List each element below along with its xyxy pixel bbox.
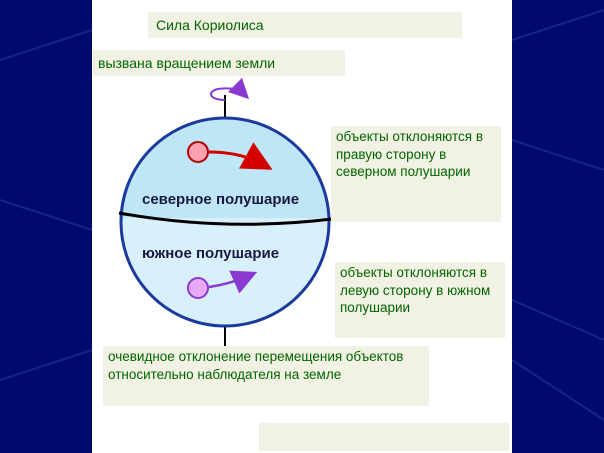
title-box: Сила Кориолиса (148, 12, 462, 38)
globe-outline (119, 116, 331, 328)
south-deflection-arrow (208, 270, 258, 294)
bottom-note-text: очевидное отклонение перемещения объекто… (108, 349, 404, 382)
equator-line (118, 211, 333, 226)
south-note-box: объекты отклоняются в левую сторону в юж… (335, 262, 505, 338)
globe-diagram (118, 77, 333, 350)
south-object-ball (187, 277, 209, 299)
north-note-text: объекты отклоняются в правую сторону в с… (336, 129, 484, 179)
north-object-ball (187, 141, 209, 163)
north-deflection-arrow (208, 142, 273, 170)
subtitle-text: вызвана вращением земли (98, 55, 276, 71)
subtitle-box: вызвана вращением земли (93, 50, 345, 76)
north-hemisphere-label: северное полушарие (142, 191, 300, 208)
south-hemisphere (121, 218, 329, 326)
rotation-arrow (209, 77, 250, 101)
title-text: Сила Кориолиса (156, 17, 264, 33)
south-note-text: объекты отклоняются в левую сторону в юж… (340, 265, 491, 315)
south-hemisphere-label: южное полушарие (142, 245, 280, 262)
bottom-note-box: очевидное отклонение перемещения объекто… (103, 346, 429, 406)
empty-box (259, 423, 509, 451)
north-note-box: объекты отклоняются в правую сторону в с… (331, 126, 501, 222)
